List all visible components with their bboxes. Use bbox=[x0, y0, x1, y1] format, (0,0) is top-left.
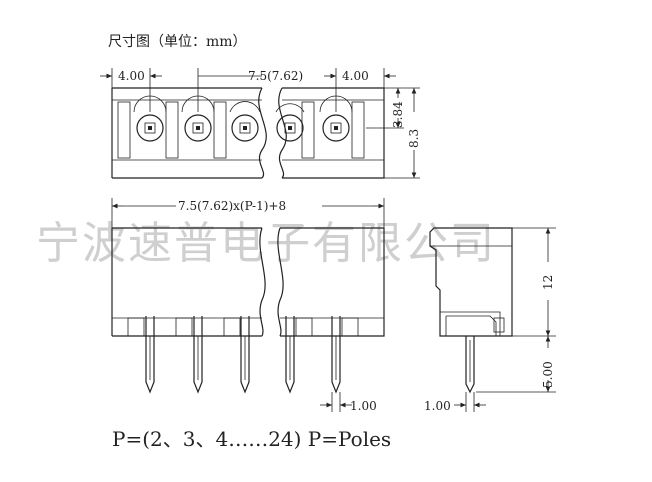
drawing-title: 尺寸图（单位：mm） bbox=[108, 34, 247, 50]
dim-height-top: 3.84 bbox=[391, 101, 405, 128]
pin-2 bbox=[193, 316, 203, 394]
pin-5 bbox=[331, 316, 341, 394]
dim-pin-width-side: 1.00 bbox=[424, 399, 451, 413]
dim-pin-width-front: 1.00 bbox=[350, 399, 377, 413]
pin-1 bbox=[145, 316, 155, 394]
watermark: 宁波速普电子有限公司 bbox=[36, 218, 496, 269]
top-view: 4.00 7.5(7.62) 4.00 3.84 8.3 bbox=[100, 68, 421, 179]
dim-height-total: 8.3 bbox=[407, 129, 421, 148]
dim-pin-length: 5.00 bbox=[541, 361, 555, 388]
front-view: 7.5(7.62)x(P-1)+8 bbox=[111, 198, 385, 413]
dim-pitch: 7.5(7.62) bbox=[248, 69, 303, 83]
poles-formula: P=(2、3、4……24) P=Poles bbox=[112, 427, 391, 451]
pin-3 bbox=[240, 316, 250, 394]
side-view: 12 5.00 1.00 bbox=[424, 227, 556, 413]
dim-edge-left: 4.00 bbox=[118, 69, 145, 83]
dim-body-height: 12 bbox=[541, 275, 555, 290]
dim-total-length: 7.5(7.62)x(P-1)+8 bbox=[178, 199, 286, 213]
screw-4 bbox=[275, 103, 305, 142]
dim-edge-right: 4.00 bbox=[342, 69, 369, 83]
screw-3 bbox=[229, 101, 261, 142]
pin-4 bbox=[285, 316, 295, 394]
